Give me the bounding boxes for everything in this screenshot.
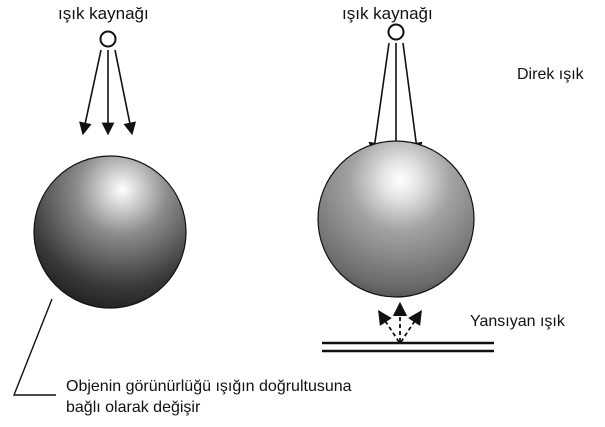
right-ray-1: [368, 42, 390, 156]
left-light-source-icon: [99, 30, 117, 48]
direct-light-label: Direk ışık: [517, 66, 584, 83]
left-light-rays: [79, 49, 137, 136]
right-sphere: [317, 140, 475, 298]
caption-line-1: Objenin görünürlüğü ışığın doğrultusuna: [66, 378, 352, 395]
caption-line-2: bağlı olarak değişir: [66, 399, 201, 416]
caption-pointer-line: [12, 298, 56, 396]
right-light-rays: [368, 42, 423, 156]
left-light-source-label: ışık kaynağı: [58, 4, 149, 23]
reflected-light-label: Yansıyan ışık: [470, 313, 565, 330]
left-ray-3: [114, 49, 137, 136]
right-light-source-icon: [387, 23, 405, 41]
right-light-source-label: ışık kaynağı: [342, 4, 433, 23]
left-sphere: [33, 155, 187, 309]
caption: Objenin görünürlüğü ışığın doğrultusuna …: [66, 376, 352, 418]
right-ray-3: [402, 42, 423, 156]
reflected-ray-right: [400, 309, 422, 343]
reflected-ray-left: [378, 309, 400, 343]
reflecting-surface: [322, 341, 494, 353]
left-ray-1: [79, 49, 102, 136]
reflected-light-rays: [378, 301, 422, 343]
